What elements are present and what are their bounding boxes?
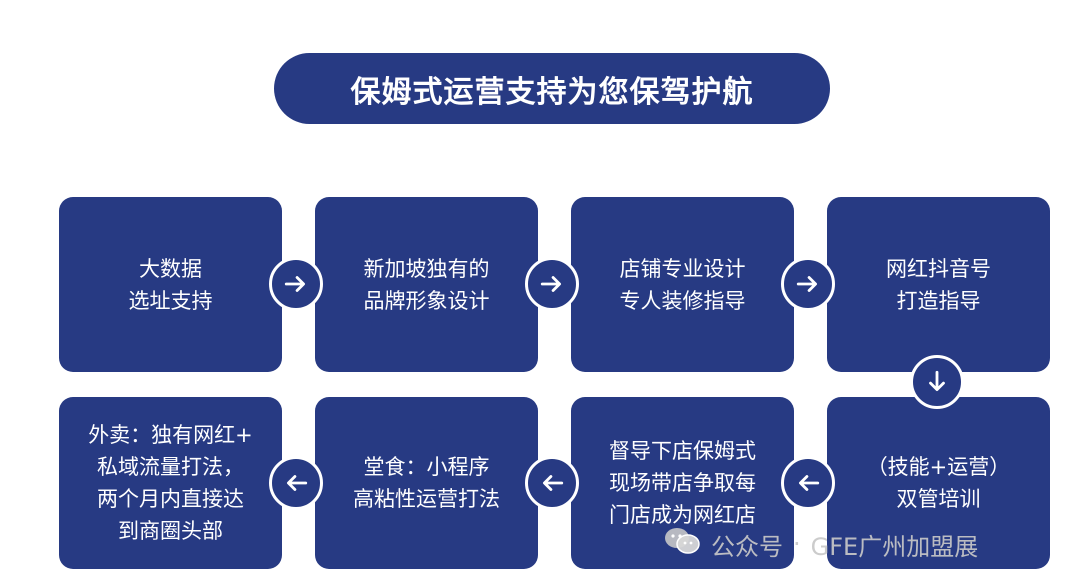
arrow-left-icon: [525, 456, 579, 510]
step-box-douyin-guidance: 网红抖音号 打造指导: [827, 197, 1050, 372]
watermark-account: GFE广州加盟展: [810, 532, 979, 561]
step-text: （技能+运营）: [866, 455, 1011, 479]
step-box-store-design: 店铺专业设计 专人装修指导: [571, 197, 794, 372]
step-box-dual-training: （技能+运营） 双管培训: [827, 397, 1050, 569]
wechat-icon: [663, 526, 701, 562]
arrow-down-icon: [910, 355, 964, 409]
arrow-left-icon: [269, 456, 323, 510]
title-banner: 保姆式运营支持为您保驾护航: [274, 53, 830, 124]
step-box-brand-design: 新加坡独有的 品牌形象设计: [315, 197, 538, 372]
watermark: 公众号 · GFE广州加盟展: [663, 524, 978, 564]
step-text: 私域流量打法，: [96, 455, 244, 479]
step-text: 专人装修指导: [619, 288, 746, 313]
arrow-right-icon: [269, 257, 323, 311]
arrow-right-icon: [525, 257, 579, 311]
step-text: 打造指导: [896, 288, 981, 313]
step-text: 门店成为网红店: [609, 503, 756, 527]
step-text: 高粘性运营打法: [353, 487, 500, 511]
step-text: 外卖：独有网红+: [88, 423, 253, 447]
arrow-left-icon: [781, 456, 835, 510]
step-box-onsite-supervision: 督导下店保姆式 现场带店争取每 门店成为网红店: [571, 397, 794, 569]
step-text: 网红抖音号: [886, 256, 991, 281]
step-text: 督导下店保姆式: [609, 439, 756, 463]
arrow-right-icon: [781, 257, 835, 311]
step-box-dine-in: 堂食：小程序 高粘性运营打法: [315, 397, 538, 569]
step-text: 两个月内直接达: [96, 487, 244, 511]
step-text: 大数据: [139, 256, 202, 281]
step-text: 到商圈头部: [117, 519, 223, 543]
step-text: 品牌形象设计: [363, 288, 490, 313]
step-text: 双管培训: [896, 487, 981, 511]
page-title: 保姆式运营支持为您保驾护航: [350, 74, 754, 110]
step-text: 选址支持: [128, 288, 213, 313]
watermark-label: 公众号: [711, 532, 783, 561]
step-text: 现场带店争取每: [609, 471, 756, 495]
step-text: 新加坡独有的: [363, 256, 490, 281]
step-box-delivery: 外卖：独有网红+ 私域流量打法， 两个月内直接达 到商圈头部: [59, 397, 282, 569]
step-text: 堂食：小程序: [363, 455, 490, 479]
watermark-separator: ·: [793, 530, 801, 558]
step-text: 店铺专业设计: [619, 256, 746, 281]
step-box-site-selection: 大数据 选址支持: [59, 197, 282, 372]
